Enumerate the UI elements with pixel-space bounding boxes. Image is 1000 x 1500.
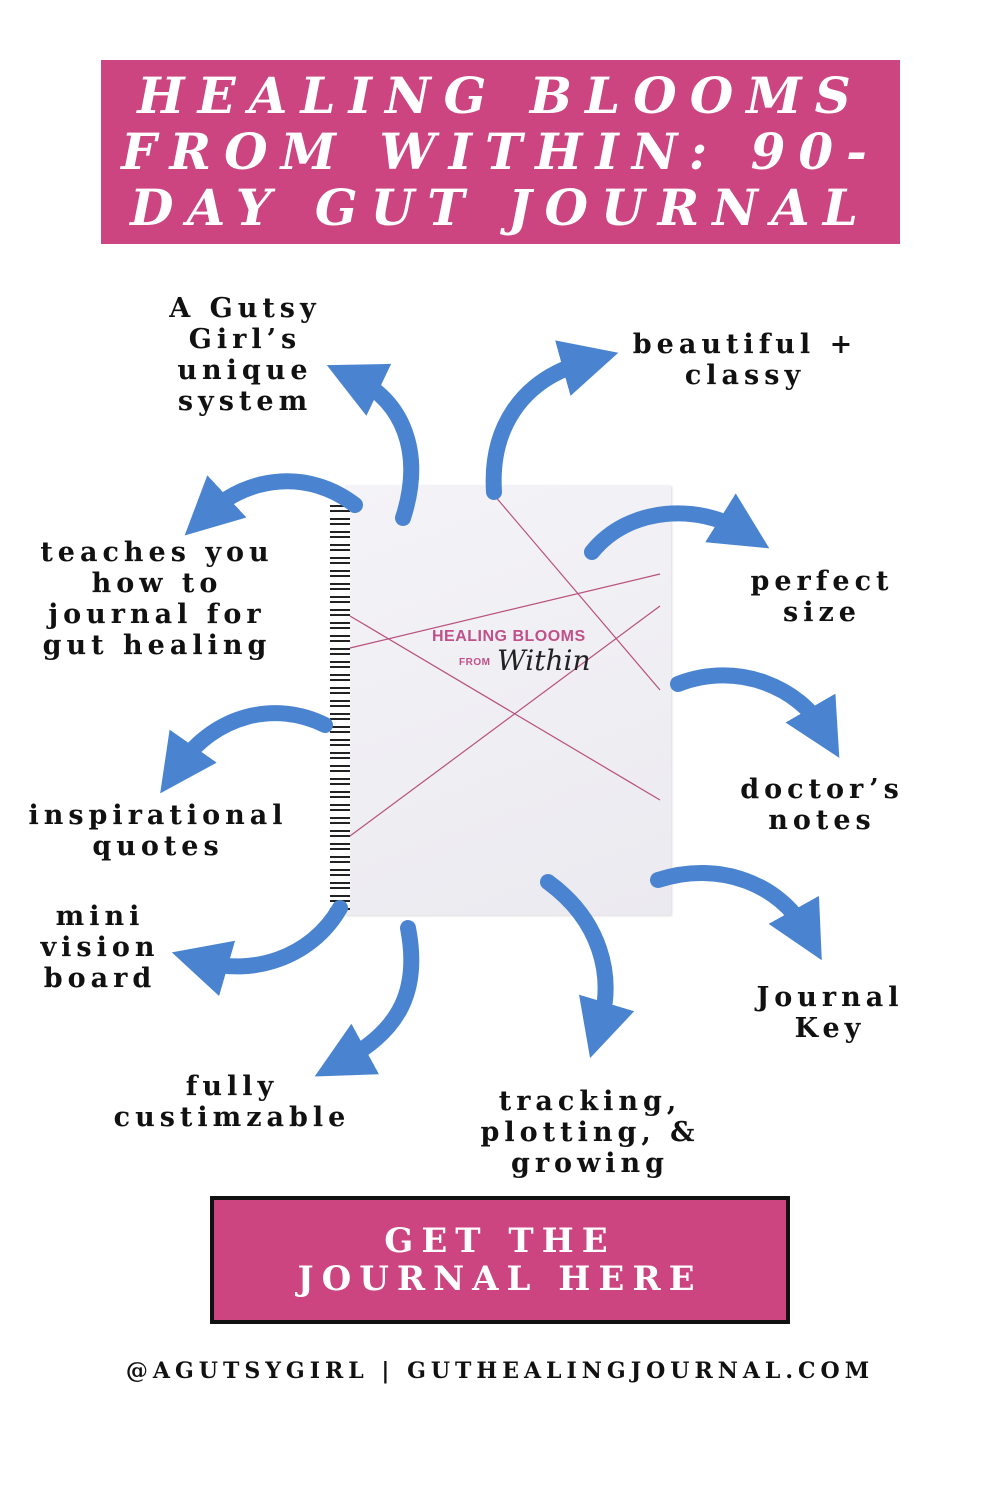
cover-within-script: Within xyxy=(497,644,591,677)
arrow-icon xyxy=(184,473,363,536)
get-journal-button[interactable]: GET THE JOURNAL HERE xyxy=(210,1196,790,1324)
cover-from: FROM xyxy=(459,657,491,668)
arrow-icon xyxy=(650,865,822,961)
cta-line: JOURNAL HERE xyxy=(297,1259,703,1299)
arrow-icon xyxy=(485,340,619,500)
arrow-icon xyxy=(326,363,420,526)
title-line: FROM WITHIN: 90- xyxy=(121,122,880,181)
title-line: HEALING BLOOMS xyxy=(137,66,864,125)
arrow-icon xyxy=(670,667,840,758)
title-line: DAY GUT JOURNAL xyxy=(130,178,871,237)
arrow-icon xyxy=(540,874,635,1059)
feature-label-tracking: tracking,plotting, &growing xyxy=(480,1086,700,1179)
title-banner: HEALING BLOOMS FROM WITHIN: 90- DAY GUT … xyxy=(101,60,900,244)
arrow-icon xyxy=(160,705,333,794)
feature-label-beautiful: beautiful +classy xyxy=(632,329,858,391)
arrow-icon xyxy=(314,920,420,1077)
footer-handle-website: @AGUTSYGIRL | GUTHEALINGJOURNAL.COM xyxy=(125,1358,875,1384)
cta-line: GET THE xyxy=(384,1221,616,1261)
arrow-icon xyxy=(584,493,770,560)
journal-cover-image xyxy=(345,485,671,915)
arrow-icon xyxy=(171,900,348,997)
spiral-binding xyxy=(330,492,350,910)
cover-title: HEALING BLOOMS xyxy=(432,628,586,645)
